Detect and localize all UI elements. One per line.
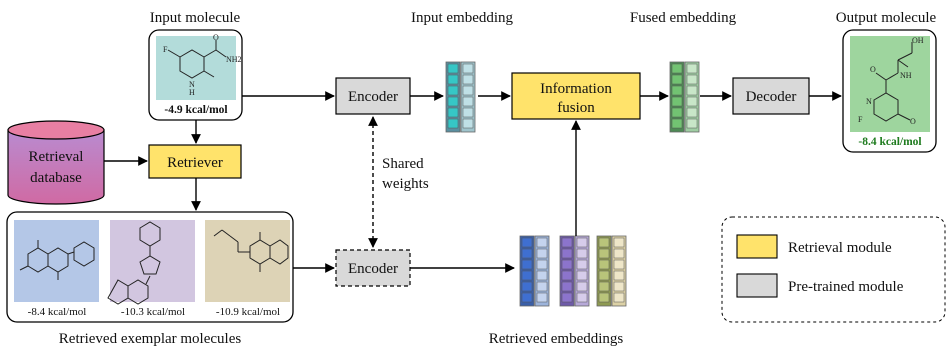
embedding-stacks — [445, 61, 700, 307]
input-energy: -4.9 kcal/mol — [164, 104, 227, 116]
input-atom-o: O — [213, 33, 219, 42]
input-embedding-stack — [445, 61, 476, 133]
output-molecule-label: Output molecule — [836, 10, 937, 26]
input-atom-f: F — [163, 45, 168, 54]
exemplar-3-background — [205, 220, 290, 302]
information-fusion-line1: Information — [540, 81, 612, 97]
output-energy: -8.4 kcal/mol — [858, 136, 921, 148]
encoder-bottom-label: Encoder — [348, 261, 398, 277]
exemplar-1-structure — [19, 240, 95, 280]
encoder-top-label: Encoder — [348, 89, 398, 105]
output-atom-o2: O — [910, 117, 916, 126]
encoder-bottom-block: Encoder — [335, 249, 411, 287]
shared-weights-line1: Shared — [382, 156, 424, 172]
encoder-top-block: Encoder — [335, 77, 411, 115]
legend-pretrained-label: Pre-trained module — [788, 279, 904, 295]
retrieval-database: Retrieval database — [7, 120, 105, 205]
output-atom-nh: NH — [900, 71, 912, 80]
retriever-block: Retriever — [148, 144, 242, 179]
exemplar-2-energy: -10.3 kcal/mol — [121, 306, 185, 318]
legend-retrieval-swatch — [736, 234, 778, 259]
input-molecule-structure — [167, 40, 227, 79]
exemplar-1-background — [14, 220, 99, 302]
exemplar-3-structure — [213, 229, 289, 272]
exemplar-2-background — [110, 220, 195, 302]
input-atom-n: N — [189, 80, 195, 89]
input-atom-nh2: NH2 — [226, 55, 242, 64]
retrieved-exemplar-molecules-label: Retrieved exemplar molecules — [59, 331, 242, 347]
retrieval-database-line1: Retrieval — [29, 149, 84, 165]
retrieved-embeddings-label: Retrieved embeddings — [489, 331, 624, 347]
decoder-label: Decoder — [746, 89, 797, 105]
output-atom-f: F — [858, 115, 863, 124]
information-fusion-line2: fusion — [557, 100, 595, 116]
input-atom-h: H — [189, 88, 195, 97]
input-embedding-label: Input embedding — [411, 10, 514, 26]
retrieval-database-line2: database — [30, 170, 82, 186]
output-molecule-panel: OH O NH N F O -8.4 kcal/mol — [842, 29, 937, 153]
legend-pretrained-swatch — [736, 273, 778, 298]
shared-weights-line2: weights — [382, 176, 429, 192]
information-fusion-block: Information fusion — [511, 72, 641, 120]
output-atom-n: N — [866, 97, 872, 106]
retrieved-embedding-stack-1 — [519, 235, 550, 307]
legend: Retrieval module Pre-trained module — [721, 216, 946, 323]
retriever-label: Retriever — [167, 155, 223, 171]
retrieved-embedding-stack-3 — [596, 235, 627, 307]
decoder-block: Decoder — [732, 77, 810, 115]
exemplar-2-structure — [107, 221, 161, 305]
output-atom-oh: OH — [912, 36, 924, 45]
exemplar-1-energy: -8.4 kcal/mol — [28, 306, 87, 318]
input-molecule-label: Input molecule — [150, 10, 241, 26]
fused-embedding-label: Fused embedding — [630, 10, 737, 26]
legend-retrieval-label: Retrieval module — [788, 240, 892, 256]
retrieved-embedding-stack-2 — [559, 235, 590, 307]
retrieved-exemplars-panel: -8.4 kcal/mol -10.3 kcal/mol -10.9 kcal/… — [6, 211, 294, 323]
fused-embedding-stack — [669, 61, 700, 133]
arrows — [104, 91, 842, 273]
output-molecule-structure — [873, 42, 913, 122]
exemplar-3-energy: -10.9 kcal/mol — [216, 306, 280, 318]
output-atom-o1: O — [870, 65, 876, 74]
input-molecule-panel: F O NH2 N H -4.9 kcal/mol — [148, 29, 243, 121]
